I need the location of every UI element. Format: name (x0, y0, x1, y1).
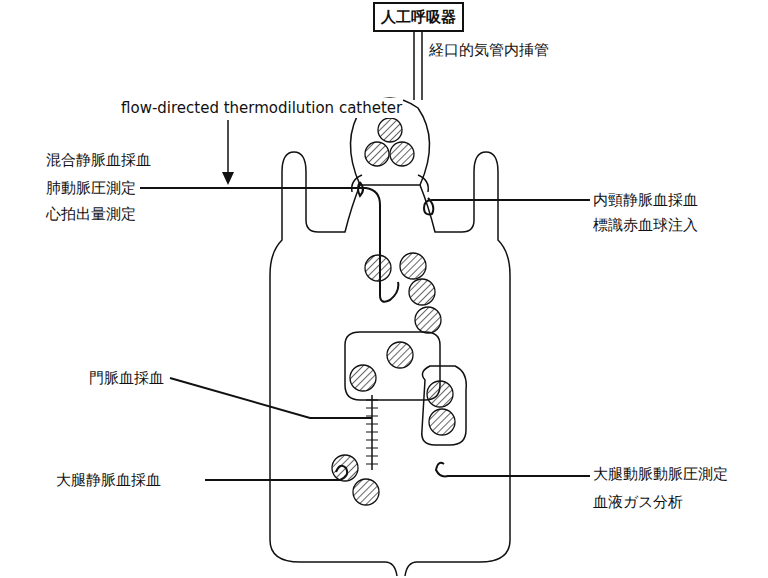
procedure-label: 内頸静脈血採血 (592, 190, 699, 210)
procedure-label: 大腿静脈血採血 (55, 470, 162, 490)
node-text: 人工呼吸器 (381, 8, 456, 27)
procedure-label: 大腿動脈動脈圧測定 (592, 464, 729, 484)
procedure-label: 混合静脈血採血 (45, 150, 152, 170)
procedure-label: 血液ガス分析 (592, 492, 684, 512)
procedure-label: 肺動脈圧測定 (45, 178, 137, 198)
procedure-label: 経口的気管内挿管 (428, 40, 550, 60)
catheter-label: flow-directed thermodilution catheter (120, 98, 403, 118)
ventilator-box: 人工呼吸器 (373, 2, 464, 32)
procedure-label: 心拍出量測定 (45, 204, 137, 224)
procedure-label: 標識赤血球注入 (592, 215, 699, 235)
procedure-label: 門脈血採血 (88, 368, 165, 388)
